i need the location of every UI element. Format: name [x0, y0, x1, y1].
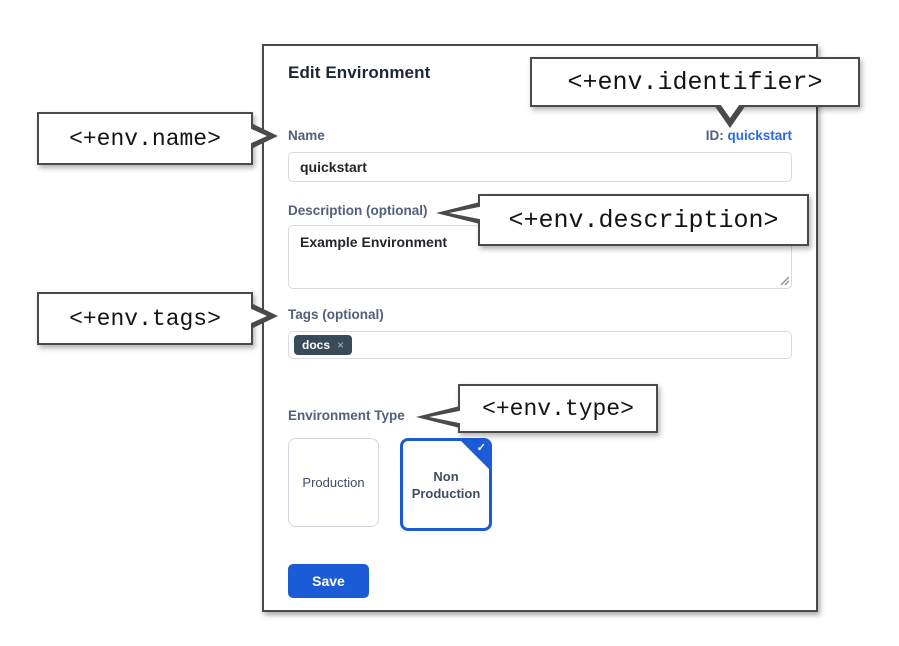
id-value-link[interactable]: quickstart [727, 128, 792, 143]
callout-env-type: <+env.type> [416, 384, 658, 433]
tag-chip: docs × [294, 335, 353, 355]
callout-env-description: <+env.description> [436, 194, 809, 246]
edit-environment-dialog: Edit Environment Name ID: quickstart Des… [262, 44, 818, 612]
tags-input[interactable]: docs × [288, 331, 792, 359]
env-type-option-non-production[interactable]: Non Production ✓ [400, 438, 492, 531]
env-type-option-label: Non Production [411, 468, 481, 501]
env-type-option-production[interactable]: Production [288, 438, 379, 527]
name-input[interactable] [288, 152, 792, 182]
tag-chip-label: docs [302, 338, 331, 352]
tag-remove-icon[interactable]: × [337, 338, 345, 352]
env-type-option-label: Production [302, 475, 365, 490]
environment-id: ID: quickstart [706, 127, 792, 145]
name-label: Name [288, 128, 325, 143]
dialog-title: Edit Environment [288, 63, 431, 82]
environment-type-label: Environment Type [288, 408, 405, 423]
save-button[interactable]: Save [288, 564, 369, 598]
tags-label: Tags (optional) [288, 307, 384, 322]
check-icon: ✓ [476, 442, 486, 454]
environment-type-options: Production Non Production ✓ [288, 438, 792, 531]
callout-env-tags: <+env.tags> [37, 292, 278, 345]
description-label: Description (optional) [288, 203, 428, 218]
id-prefix-label: ID: [705, 128, 724, 143]
callout-env-name: <+env.name> [37, 112, 278, 165]
callout-env-identifier: <+env.identifier> [530, 57, 860, 128]
